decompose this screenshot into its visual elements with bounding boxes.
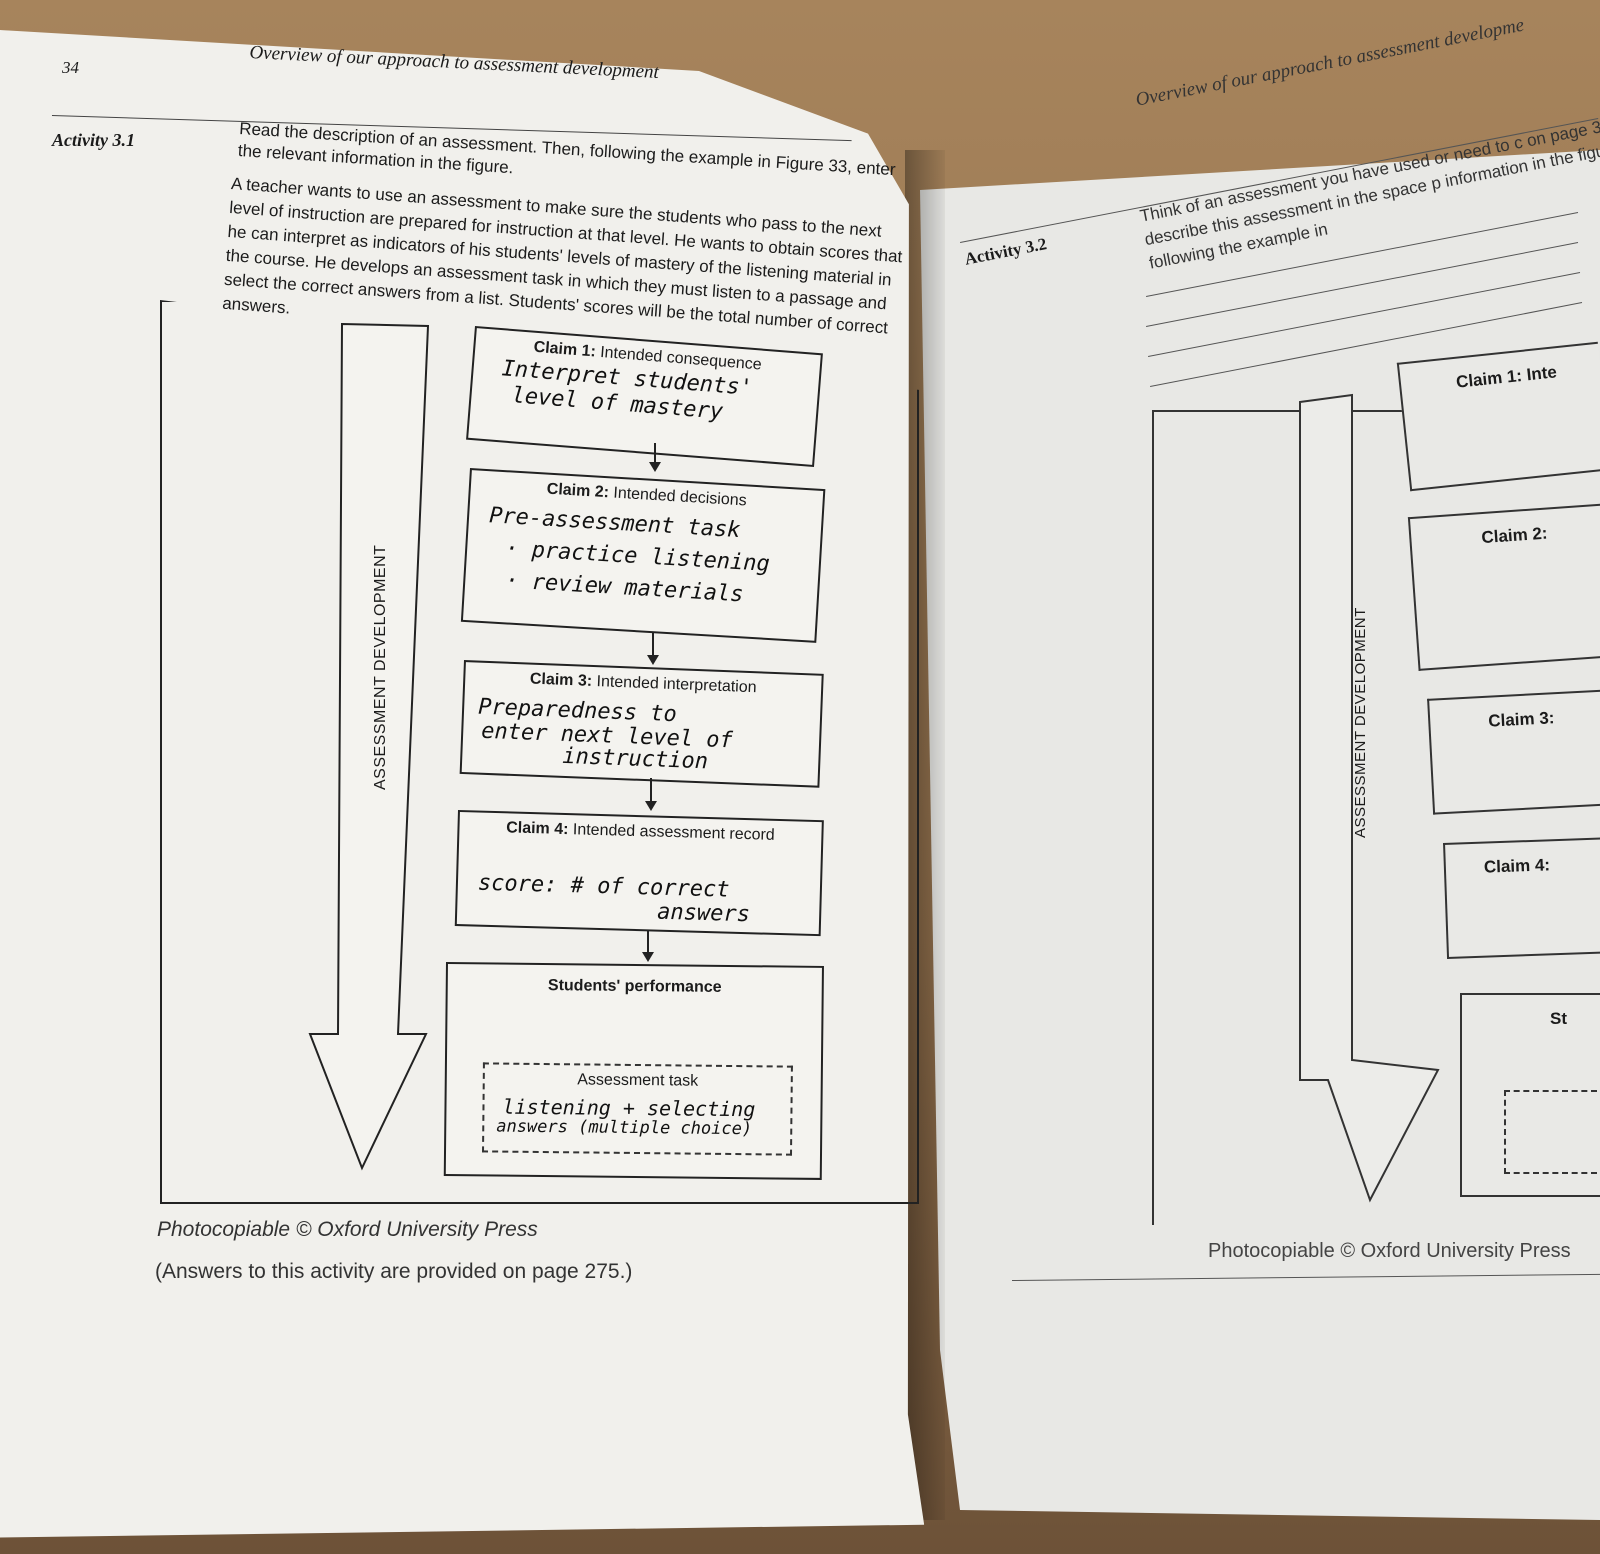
assessment-task-title: Assessment task [577,1071,699,1090]
right-figure-frame [1152,410,1600,1225]
connector-arrow [654,443,656,465]
claim-4-title: Claim 4: Intended assessment record [505,819,775,844]
claim-3-title: Claim 3: Intended interpretation [529,670,757,697]
performance-box: Students' performance Assessment task li… [443,962,824,1180]
right-side-label: ASSESSMENT DEVELOPMENT [1352,607,1369,838]
claim-3-box: Claim 3: Intended interpretation Prepare… [459,660,824,788]
connector-arrowhead [645,801,657,811]
right-claim-box: Claim 2: [1407,503,1600,671]
assessment-task-box: Assessment task listening + selecting an… [482,1062,793,1156]
claim-3-handwriting: instruction [561,743,709,775]
right-claim-box: Claim 1: Inte [1396,341,1600,492]
right-performance-title: St [1550,1009,1567,1028]
connector-arrowhead [647,655,659,665]
footer-answers-note: (Answers to this activity are provided o… [155,1260,633,1283]
footer-copyright: Photocopiable © Oxford University Press [157,1218,538,1241]
right-performance-box: St [1460,993,1600,1197]
right-claim-title: Claim 4: [1483,855,1551,877]
claim-4-box: Claim 4: Intended assessment record scor… [454,810,824,937]
connector-arrowhead [642,952,654,962]
performance-title: Students' performance [547,977,722,996]
right-claim-title: Claim 2: [1480,523,1549,548]
right-claim-box: Claim 3: [1427,689,1600,815]
connector-arrow [647,930,649,954]
development-arrow [308,322,430,1171]
connector-arrowhead [649,462,661,472]
claim-2-handwriting: · review materials [504,568,745,608]
right-claim-box: Claim 4: [1443,837,1600,959]
book-gutter [905,150,945,1520]
task-handwriting: answers (multiple choice) [496,1116,753,1140]
claim-4-handwriting: answers [656,899,751,928]
activity-label: Activity 3.1 [52,130,135,150]
connector-arrow [650,778,652,802]
right-claim-title: Claim 1: Inte [1455,362,1558,392]
connector-arrow [652,632,654,656]
right-claim-title: Claim 3: [1487,708,1555,731]
right-task-box [1504,1090,1600,1174]
right-footer-copyright: Photocopiable © Oxford University Press [1208,1240,1571,1262]
claim-4-handwriting: score: # of correct [477,870,730,903]
right-development-arrow [1299,393,1440,1203]
side-label: ASSESSMENT DEVELOPMENT [372,544,389,790]
claim-2-box: Claim 2: Intended decisions Pre-assessme… [460,468,826,643]
page-number: 34 [62,58,79,77]
